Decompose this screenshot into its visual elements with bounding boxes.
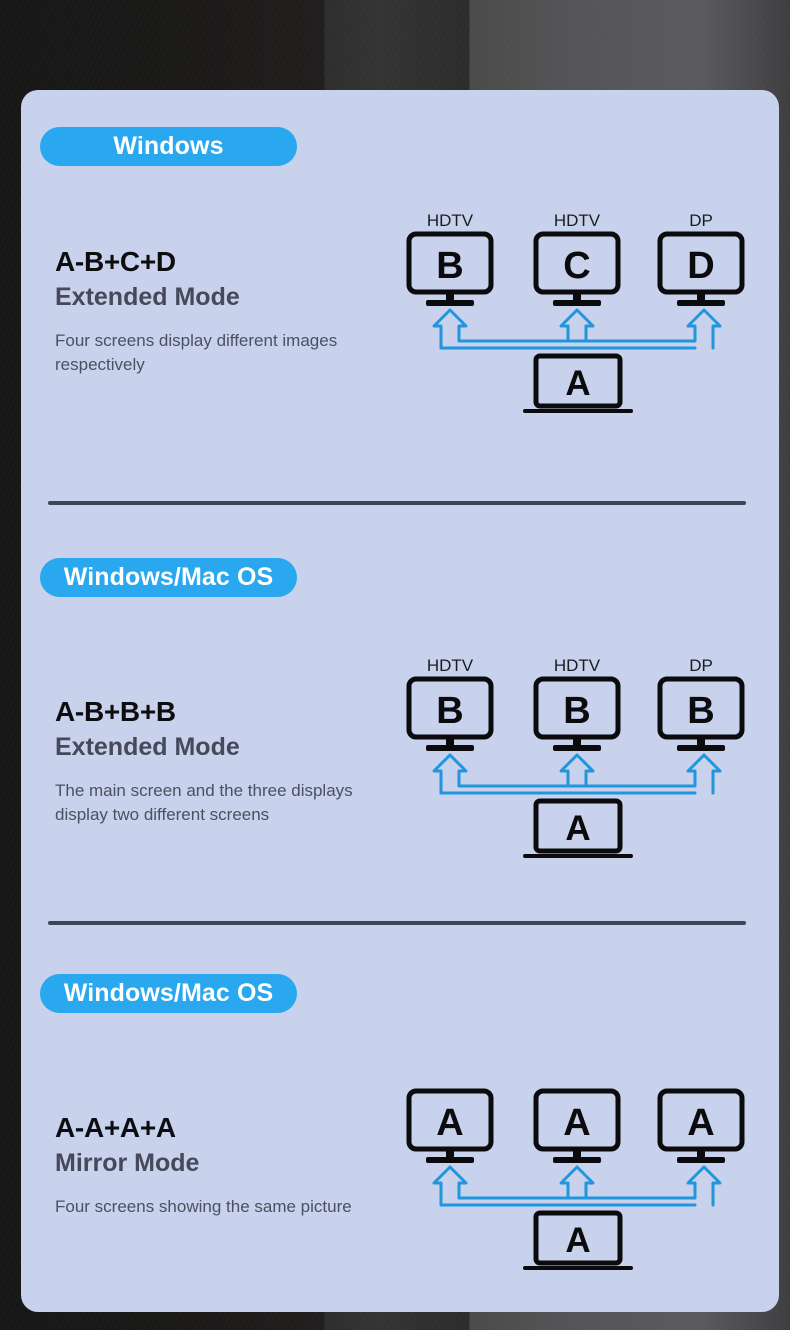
monitor-icon: A <box>406 1088 494 1163</box>
display-mode-section: Windows/Mac OS A-A+A+A Mirror Mode Four … <box>21 943 779 1312</box>
port-label: HDTV <box>427 656 474 675</box>
mode-text-block: A-B+C+D Extended Mode Four screens displ… <box>55 247 405 377</box>
connection-arrows <box>432 753 722 795</box>
mode-name-label: Extended Mode <box>55 283 240 312</box>
port-label: HDTV <box>427 211 474 230</box>
connection-arrows <box>432 1165 722 1207</box>
monitor-icon: B <box>533 676 621 751</box>
connection-arrows <box>432 308 722 350</box>
laptop-icon: A <box>523 798 633 858</box>
monitor-icon: D <box>657 231 745 306</box>
mode-description: The main screen and the three displays d… <box>55 780 353 824</box>
screen-letter: B <box>436 245 463 287</box>
section-divider <box>48 921 746 925</box>
section-divider <box>48 501 746 505</box>
screen-letter: A <box>563 1102 590 1144</box>
mode-name-label: Mirror Mode <box>55 1149 200 1178</box>
os-badge: Windows/Mac OS <box>40 558 297 597</box>
mode-description: Four screens display different images re… <box>55 330 338 374</box>
os-badge: Windows <box>40 127 297 166</box>
port-label: DP <box>689 211 713 230</box>
screen-letter: B <box>436 690 463 732</box>
monitor-icon: A <box>533 1088 621 1163</box>
laptop-icon: A <box>523 353 633 413</box>
mode-combo-label: A-B+B+B <box>55 696 176 727</box>
monitor-icon: B <box>406 676 494 751</box>
display-mode-section: Windows A-B+C+D Extended Mode Four scree… <box>21 90 779 503</box>
mode-text-block: A-A+A+A Mirror Mode Four screens showing… <box>55 1113 352 1219</box>
mode-description: Four screens showing the same picture <box>55 1196 352 1216</box>
connection-diagram: A A A <box>396 1065 746 1275</box>
connection-diagram: HDTV HDTV DP B C <box>396 208 746 418</box>
screen-letter: A <box>687 1102 714 1144</box>
screen-letter: B <box>563 690 590 732</box>
port-label: HDTV <box>554 656 601 675</box>
mode-name-label: Extended Mode <box>55 733 240 762</box>
display-mode-section: Windows/Mac OS A-B+B+B Extended Mode The… <box>21 523 779 923</box>
screen-letter: B <box>687 690 714 732</box>
port-label: HDTV <box>554 211 601 230</box>
connection-diagram: HDTV HDTV DP B B <box>396 653 746 863</box>
port-label: DP <box>689 656 713 675</box>
mode-combo-label: A-A+A+A <box>55 1112 176 1143</box>
monitor-icon: B <box>406 231 494 306</box>
display-modes-card: Windows A-B+C+D Extended Mode Four scree… <box>21 90 779 1312</box>
monitor-icon: B <box>657 676 745 751</box>
source-letter: A <box>565 364 590 403</box>
source-letter: A <box>565 1221 590 1260</box>
mode-combo-label: A-B+C+D <box>55 246 176 277</box>
source-letter: A <box>565 809 590 848</box>
os-badge: Windows/Mac OS <box>40 974 297 1013</box>
screen-letter: A <box>436 1102 463 1144</box>
monitor-icon: C <box>533 231 621 306</box>
screen-letter: D <box>687 245 714 287</box>
mode-text-block: A-B+B+B Extended Mode The main screen an… <box>55 697 405 827</box>
laptop-icon: A <box>523 1210 633 1270</box>
monitor-icon: A <box>657 1088 745 1163</box>
screen-letter: C <box>563 245 590 287</box>
